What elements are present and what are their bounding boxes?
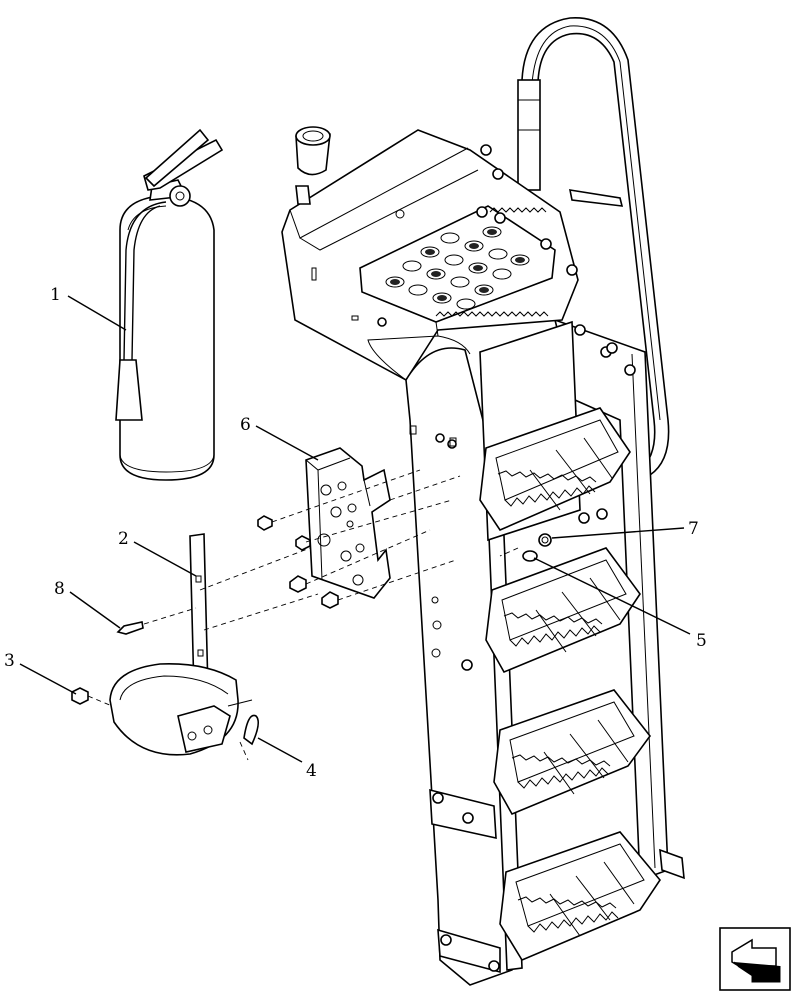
step-3 bbox=[493, 689, 652, 816]
fasteners bbox=[71, 515, 339, 705]
nut-item-7 bbox=[538, 533, 552, 547]
callout-1: 1 bbox=[50, 285, 61, 305]
callout-5: 5 bbox=[696, 631, 707, 651]
washer-item-5 bbox=[522, 550, 538, 562]
fire-extinguisher-item-1 bbox=[115, 128, 224, 481]
step-2 bbox=[485, 547, 641, 674]
next-page-arrow-icon[interactable] bbox=[719, 927, 791, 991]
lower-bracket bbox=[429, 788, 685, 974]
nut-item-3 bbox=[71, 687, 89, 705]
callout-3: 3 bbox=[4, 651, 15, 671]
callout-7: 7 bbox=[688, 519, 699, 539]
ladder-assembly bbox=[281, 17, 685, 986]
extinguisher-strap-item-2 bbox=[109, 533, 260, 756]
callout-2: 2 bbox=[118, 529, 129, 549]
assembly-lines bbox=[87, 469, 461, 761]
callout-8: 8 bbox=[54, 579, 65, 599]
callouts: 1 2 3 4 5 6 7 8 bbox=[4, 285, 707, 781]
step-4 bbox=[499, 831, 661, 962]
pin-item-4 bbox=[243, 714, 260, 746]
step-1 bbox=[479, 407, 631, 532]
top-platform bbox=[281, 126, 612, 382]
callout-6: 6 bbox=[240, 415, 251, 435]
callout-4: 4 bbox=[306, 761, 317, 781]
bolt-item-8 bbox=[116, 621, 144, 635]
mounting-bracket-item-6 bbox=[305, 447, 391, 599]
